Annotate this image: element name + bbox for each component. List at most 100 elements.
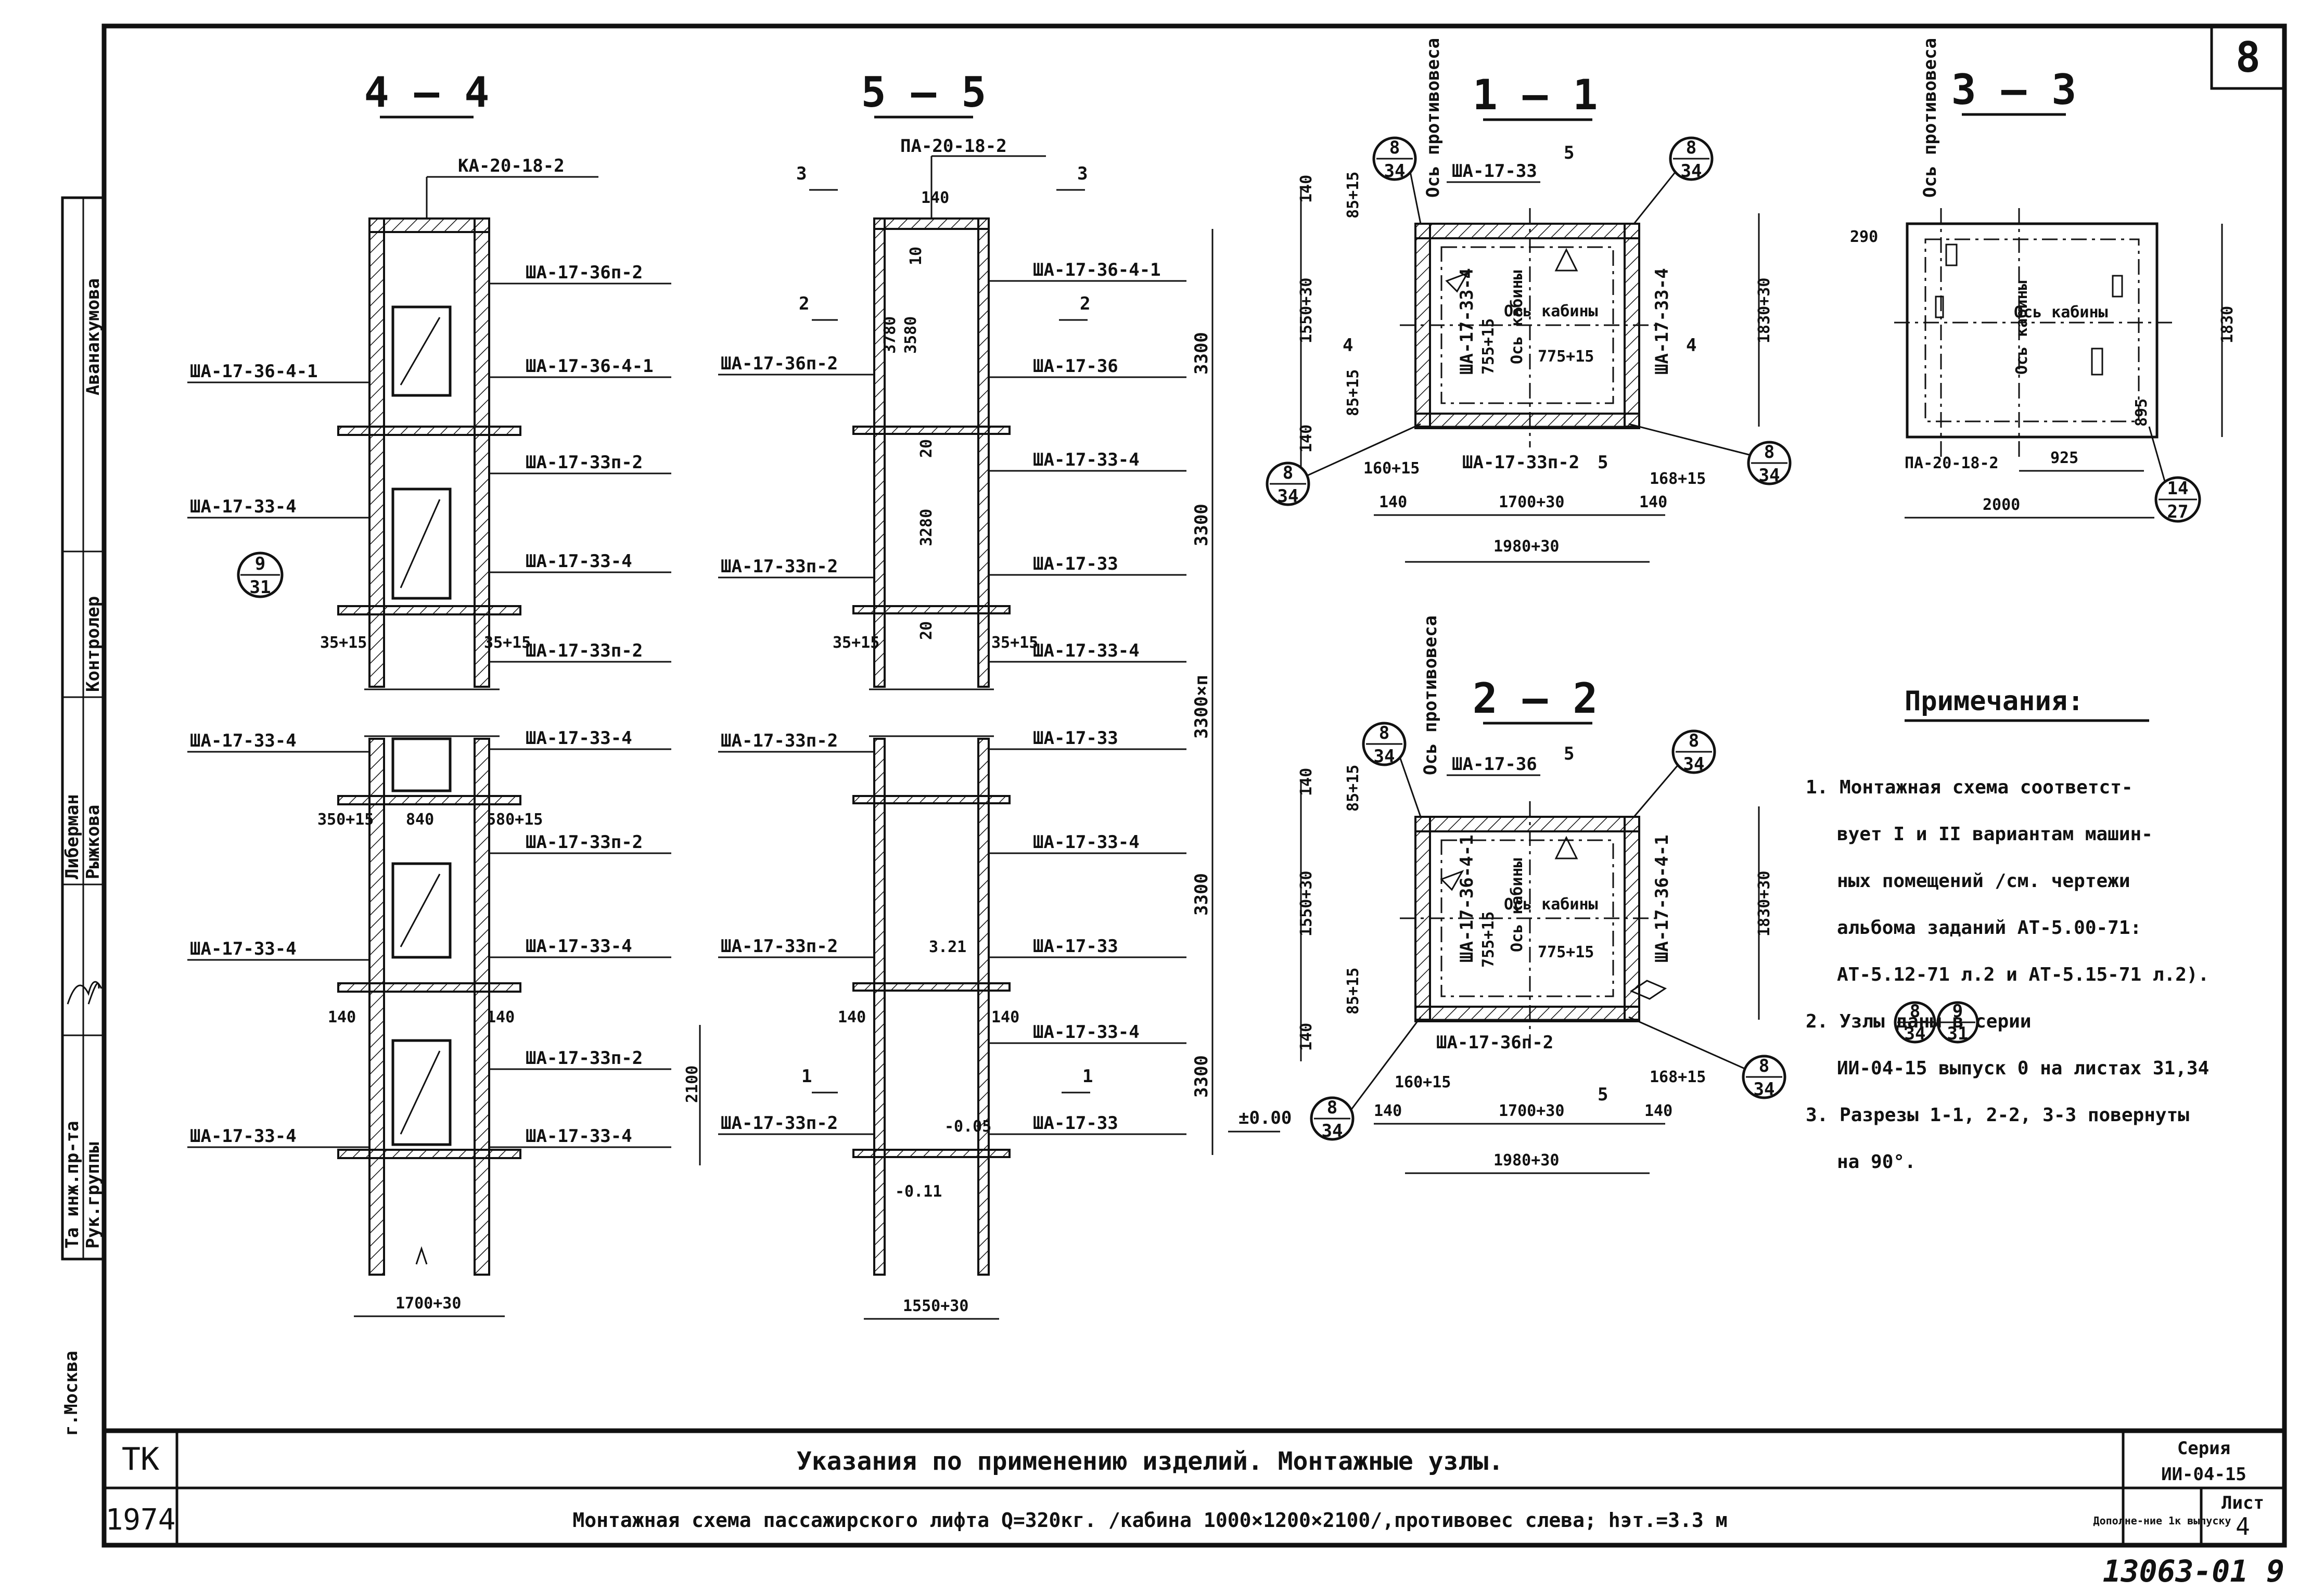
svg-text:1: 1 [1082, 1066, 1093, 1087]
svg-text:140: 140 [1297, 425, 1316, 453]
svg-text:1980+30: 1980+30 [1493, 537, 1559, 556]
svg-text:34: 34 [1322, 1121, 1343, 1141]
door-2 [391, 487, 452, 600]
svg-text:895: 895 [2133, 399, 2151, 427]
svg-text:ША-17-36: ША-17-36 [1452, 754, 1537, 775]
svg-text:Ось кабины: Ось кабины [1508, 270, 1526, 364]
svg-text:-0.05: -0.05 [944, 1118, 991, 1136]
svg-text:8: 8 [1379, 723, 1389, 743]
section-title-2-2: 2 — 2 [1473, 674, 1598, 723]
svg-text:Ось кабины: Ось кабины [2014, 303, 2108, 322]
svg-text:160+15: 160+15 [1395, 1073, 1451, 1092]
svg-text:8: 8 [1764, 442, 1774, 463]
label-top-panel-4-4: КА-20-18-2 [458, 156, 565, 176]
svg-text:4: 4 [2236, 1512, 2250, 1540]
section-title-1-1: 1 — 1 [1473, 71, 1598, 119]
svg-text:1550+30: 1550+30 [903, 1297, 968, 1315]
svg-text:85+15: 85+15 [1344, 172, 1362, 219]
svg-text:1700+30: 1700+30 [395, 1294, 461, 1313]
svg-text:160+15: 160+15 [1363, 459, 1420, 478]
svg-text:34: 34 [1759, 465, 1780, 486]
svg-text:ША-17-33п-2: ША-17-33п-2 [721, 730, 838, 751]
svg-text:34: 34 [1683, 754, 1705, 775]
svg-text:34: 34 [1754, 1079, 1775, 1100]
svg-text:140: 140 [838, 1008, 866, 1026]
svg-text:20: 20 [917, 621, 936, 640]
svg-text:ША-17-33п-2: ША-17-33п-2 [1462, 452, 1579, 473]
svg-text:2: 2 [1080, 293, 1090, 314]
svg-text:140: 140 [1297, 175, 1316, 203]
svg-text:-0.11: -0.11 [895, 1183, 942, 1201]
svg-text:ША-17-36п-2: ША-17-36п-2 [1436, 1032, 1553, 1053]
svg-text:вует I и II вариантам машин-: вует I и II вариантам машин- [1837, 824, 2153, 845]
svg-text:580+15: 580+15 [487, 811, 543, 829]
section-title-5-5: 5 — 5 [861, 68, 987, 117]
sheet-number: 8 [2236, 33, 2261, 82]
svg-text:8: 8 [1389, 137, 1400, 158]
svg-text:35+15: 35+15 [320, 634, 367, 652]
svg-text:140: 140 [921, 189, 949, 207]
svg-text:140: 140 [1374, 1102, 1402, 1120]
label-top-panel-5-5: ПА-20-18-2 [900, 136, 1007, 157]
svg-text:27: 27 [2167, 502, 2189, 522]
svg-text:290: 290 [1850, 228, 1878, 246]
svg-text:ША-17-33-4: ША-17-33-4 [1652, 268, 1672, 375]
svg-text:ША-17-36п-2: ША-17-36п-2 [721, 353, 838, 374]
svg-text:34: 34 [1384, 161, 1406, 182]
tb-title-2: Монтажная схема пассажирского лифта Q=32… [572, 1509, 1727, 1532]
shaft-roof-slab [368, 217, 490, 233]
svg-text:140: 140 [1297, 1023, 1316, 1051]
svg-text:9: 9 [255, 554, 265, 574]
svg-text:5: 5 [1564, 743, 1574, 764]
svg-text:1. Монтажная схема соответст-: 1. Монтажная схема соответст- [1806, 777, 2133, 798]
svg-text:ША-17-36п-2: ША-17-36п-2 [526, 262, 643, 283]
svg-text:ША-17-33п-2: ША-17-33п-2 [721, 936, 838, 957]
svg-text:Лист: Лист [2221, 1493, 2264, 1513]
svg-text:Ось кабины: Ось кабины [1504, 895, 1598, 914]
svg-text:140: 140 [1639, 493, 1667, 511]
sheet-number-box [2210, 24, 2286, 90]
svg-text:ША-17-33-4: ША-17-33-4 [1033, 450, 1140, 470]
inventory-number: 13063-01 9 [2103, 1554, 2284, 1589]
svg-text:2000: 2000 [1983, 496, 2020, 514]
svg-text:Дополне-ние 1к выпуску: Дополне-ние 1к выпуску [2093, 1514, 2231, 1527]
svg-text:8: 8 [1689, 730, 1699, 751]
svg-text:168+15: 168+15 [1650, 470, 1706, 488]
svg-text:34: 34 [1905, 1023, 1926, 1044]
svg-text:8: 8 [1686, 137, 1696, 158]
svg-text:АТ-5.12-71 л.2 и АТ-5.15-71 л.: АТ-5.12-71 л.2 и АТ-5.15-71 л.2). [1837, 964, 2209, 985]
svg-text:8: 8 [1910, 1001, 1920, 1022]
svg-text:2100: 2100 [683, 1065, 701, 1103]
svg-text:140: 140 [1379, 493, 1407, 511]
svg-text:9: 9 [1952, 1001, 1963, 1022]
svg-text:ША-17-33-4: ША-17-33-4 [190, 730, 297, 751]
door-3 [391, 862, 452, 959]
svg-text:ША-17-36-4-1: ША-17-36-4-1 [526, 356, 654, 377]
svg-text:ША-17-33-4: ША-17-33-4 [526, 1126, 632, 1147]
signature-2 [87, 982, 100, 1005]
svg-text:35+15: 35+15 [484, 634, 531, 652]
svg-text:Серия: Серия [2177, 1438, 2230, 1459]
svg-text:4: 4 [1343, 335, 1353, 356]
svg-text:Ось кабины: Ось кабины [1504, 302, 1598, 320]
svg-text:ША-17-33-4: ША-17-33-4 [190, 939, 297, 959]
svg-text:3300: 3300 [1191, 1055, 1212, 1098]
svg-text:35+15: 35+15 [991, 634, 1038, 652]
door-1 [391, 305, 452, 397]
svg-text:ША-17-33: ША-17-33 [1033, 728, 1118, 749]
svg-text:840: 840 [406, 811, 434, 829]
svg-text:ША-17-33п-2: ША-17-33п-2 [721, 1113, 838, 1134]
section-3-3: 3 — 3 Ось противовеса Ось кабины Ось каб… [1850, 38, 2237, 523]
svg-text:31: 31 [1947, 1023, 1969, 1044]
svg-text:3. Разрезы 1-1, 2-2, 3-3 повер: 3. Разрезы 1-1, 2-2, 3-3 повернуты [1806, 1105, 2189, 1126]
svg-text:ША-17-33-4: ША-17-33-4 [190, 496, 297, 517]
svg-text:ША-17-33: ША-17-33 [1033, 936, 1118, 957]
svg-text:20: 20 [917, 439, 936, 458]
svg-text:925: 925 [2050, 449, 2078, 467]
svg-text:8: 8 [1327, 1097, 1337, 1118]
svg-text:ША-17-33: ША-17-33 [1033, 554, 1118, 574]
notes-heading: Примечания: [1905, 686, 2084, 717]
section-2-2: 2 — 2 Ось противовеса Ось кабины Ось каб… [1297, 615, 1786, 1174]
svg-text:85+15: 85+15 [1344, 369, 1362, 416]
svg-text:140: 140 [487, 1008, 515, 1026]
